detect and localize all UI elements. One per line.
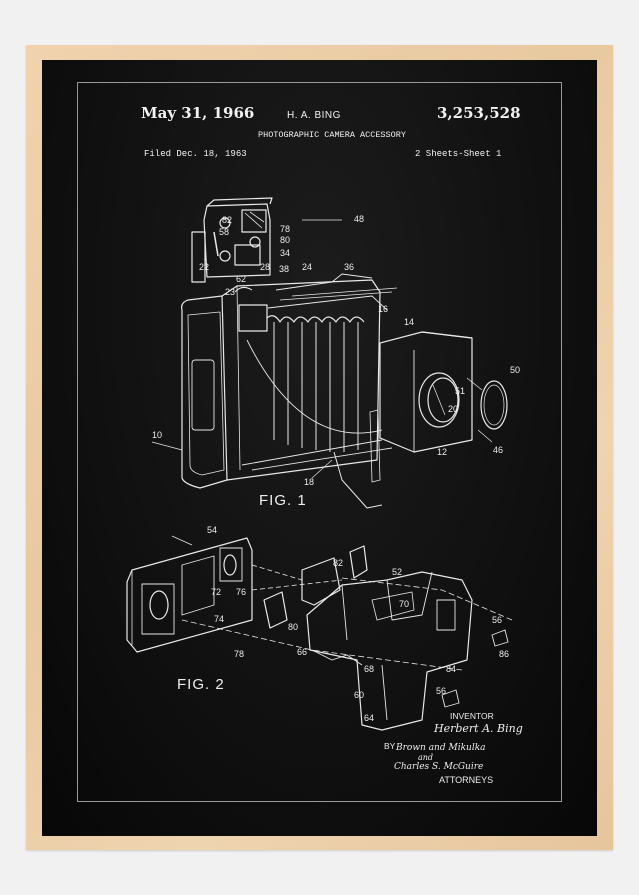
svg-text:78: 78 <box>234 649 244 659</box>
svg-text:64: 64 <box>364 713 374 723</box>
fig1-caption: FIG. 1 <box>259 492 307 509</box>
svg-text:78: 78 <box>280 224 290 234</box>
fig2-caption: FIG. 2 <box>177 676 225 693</box>
svg-text:22: 22 <box>199 262 209 272</box>
leader-lines <box>151 219 493 546</box>
attorneys-signature-1: Brown and Mikulka <box>396 743 486 753</box>
svg-text:51: 51 <box>455 386 465 396</box>
svg-text:36: 36 <box>344 262 354 272</box>
svg-text:38: 38 <box>279 264 289 274</box>
svg-text:50: 50 <box>510 365 520 375</box>
svg-text:58: 58 <box>219 227 229 237</box>
patent-number: 3,253,528 <box>437 104 521 122</box>
poster-border <box>77 82 562 802</box>
svg-text:84: 84 <box>446 664 456 674</box>
svg-text:16: 16 <box>378 304 388 314</box>
viewfinder-accessory-drawing <box>191 197 273 283</box>
svg-text:52: 52 <box>392 567 402 577</box>
svg-text:60: 60 <box>354 690 364 700</box>
svg-text:80: 80 <box>288 622 298 632</box>
svg-text:14: 14 <box>404 317 414 327</box>
svg-text:10: 10 <box>152 430 162 440</box>
inventor-name: H. A. BING <box>287 110 341 121</box>
svg-text:20: 20 <box>448 404 458 414</box>
svg-text:86: 86 <box>499 649 509 659</box>
svg-text:70: 70 <box>399 599 409 609</box>
svg-text:23: 23 <box>225 287 235 297</box>
svg-text:62: 62 <box>236 274 246 284</box>
svg-text:48: 48 <box>354 214 364 224</box>
camera-line-drawing: 48 82 78 58 80 34 22 62 28 38 24 36 23 1… <box>126 197 520 731</box>
svg-text:66: 66 <box>297 647 307 657</box>
filed-date: Filed Dec. 18, 1963 <box>144 149 247 159</box>
attorneys-label: ATTORNEYS <box>439 775 494 785</box>
svg-text:82: 82 <box>222 215 232 225</box>
svg-text:46: 46 <box>493 445 503 455</box>
svg-text:18: 18 <box>304 477 314 487</box>
svg-text:24: 24 <box>302 262 312 272</box>
patent-title: PHOTOGRAPHIC CAMERA ACCESSORY <box>258 130 406 140</box>
by-label: BY <box>384 741 396 751</box>
inventor-label: INVENTOR <box>450 711 494 721</box>
exploded-parts-drawing <box>126 537 513 731</box>
svg-text:28: 28 <box>260 262 270 272</box>
patent-date: May 31, 1966 <box>141 104 255 122</box>
svg-text:54: 54 <box>207 525 217 535</box>
reference-numerals: 48 82 78 58 80 34 22 62 28 38 24 36 23 1… <box>152 214 520 723</box>
svg-text:56: 56 <box>436 686 446 696</box>
svg-text:12: 12 <box>437 447 447 457</box>
sheet-count: 2 Sheets-Sheet 1 <box>415 149 502 159</box>
svg-text:68: 68 <box>364 664 374 674</box>
svg-text:76: 76 <box>236 587 246 597</box>
attorneys-signature-2: Charles S. McGuire <box>394 762 484 772</box>
svg-text:80: 80 <box>280 235 290 245</box>
inventor-signature: Herbert A. Bing <box>434 722 523 735</box>
svg-text:74: 74 <box>214 614 224 624</box>
attorneys-signature-and: and <box>418 753 434 762</box>
patent-poster: May 31, 1966 H. A. BING 3,253,528 PHOTOG… <box>42 60 597 836</box>
svg-text:34: 34 <box>280 248 290 258</box>
svg-text:82: 82 <box>333 558 343 568</box>
camera-body-drawing <box>181 273 508 509</box>
svg-text:56: 56 <box>492 615 502 625</box>
svg-text:72: 72 <box>211 587 221 597</box>
